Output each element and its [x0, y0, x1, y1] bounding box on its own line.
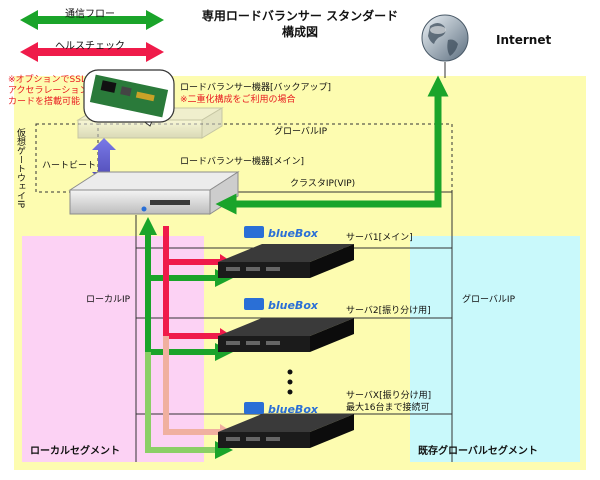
ellipsis-dot	[287, 389, 293, 395]
server2-label: サーバ2[振り分け用]	[346, 304, 431, 316]
svg-text:blueBox: blueBox	[268, 227, 319, 240]
ssl-note-line2: アクセラレーション	[8, 85, 88, 96]
local-ip-label: ローカルIP	[86, 294, 131, 305]
serverx-device	[218, 414, 354, 448]
global-ip-top-label: グローバルIP	[274, 125, 328, 137]
lb-backup-note: ※二重化構成をご利用の場合	[180, 93, 296, 105]
bluebox-logo-1: blueBox	[244, 226, 319, 240]
server2-device	[218, 318, 354, 352]
serverx-label: サーバX[振り分け用]	[346, 389, 431, 401]
ssl-note-line1: ※オプションでSSL	[8, 74, 86, 85]
ellipsis-dot	[287, 379, 293, 385]
diagram-title: 専用ロードバランサー スタンダード	[202, 8, 398, 23]
global-ip-right-label: グローバルIP	[462, 293, 516, 305]
global-segment-label: 既存グローバルセグメント	[418, 444, 538, 457]
cluster-ip-label: クラスタIP(VIP)	[290, 178, 355, 189]
health-check-legend-label: ヘルスチェック	[55, 40, 125, 52]
comm-flow-legend-label: 通信フロー	[65, 8, 115, 20]
svg-text:blueBox: blueBox	[268, 403, 319, 416]
internet-flow-arrow	[215, 75, 449, 215]
bluebox-logo-2: blueBox	[244, 298, 319, 312]
ssl-note-line3: カードを搭載可能	[8, 95, 80, 107]
internet-label: Internet	[496, 33, 551, 47]
heartbeat-label: ハートビート	[42, 160, 96, 171]
virtual-gateway-label: 仮想ゲートウェイIP	[15, 127, 26, 209]
local-segment-label: ローカルセグメント	[30, 444, 120, 457]
lb-backup-label: ロードバランサー機器[バックアップ]	[180, 81, 331, 93]
health-check-arrow-serverx	[163, 336, 224, 435]
server1-device	[218, 244, 354, 278]
ssl-card-icon	[89, 74, 169, 118]
ellipsis-dot	[287, 369, 293, 375]
svg-text:blueBox: blueBox	[268, 299, 319, 312]
global-segment-zone	[410, 236, 580, 462]
lb-main-device	[68, 171, 240, 215]
diagram-subtitle: 構成図	[282, 24, 318, 39]
bluebox-logo-x: blueBox	[244, 402, 319, 416]
internet-globe-icon	[421, 14, 469, 62]
comm-flow-arrow-serverx	[145, 352, 233, 459]
comm-flow-legend-arrow	[20, 10, 164, 30]
serverx-note: 最大16台まで接続可	[346, 401, 429, 413]
health-check-legend-arrow	[20, 42, 164, 62]
lb-main-label: ロードバランサー機器[メイン]	[180, 155, 304, 167]
server1-label: サーバ1[メイン]	[346, 232, 413, 243]
